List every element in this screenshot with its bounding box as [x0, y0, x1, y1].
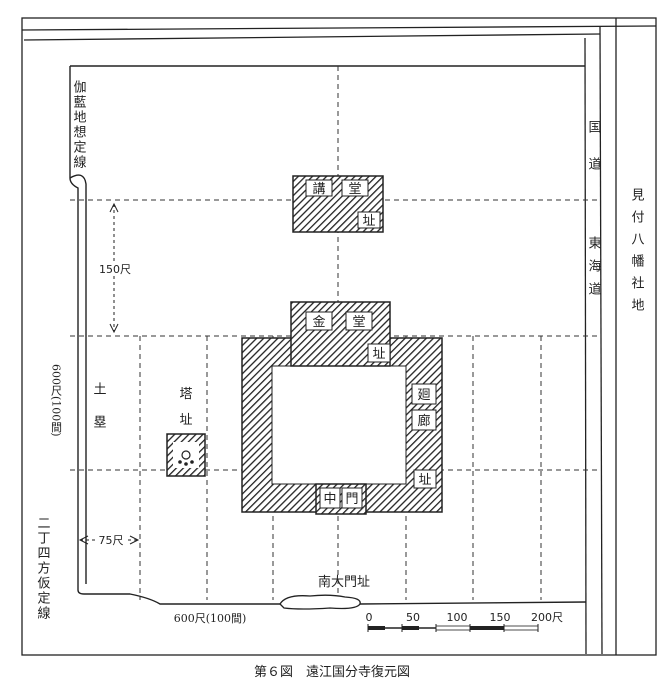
nandaimon-label: 南大門址	[318, 574, 370, 590]
pagoda-label-1: 塔	[179, 387, 192, 402]
pagoda-stone-2	[190, 460, 194, 464]
shrine-label: 見付八幡社地	[629, 188, 645, 320]
kairo-label-3: 址	[418, 473, 431, 488]
kairo-courtyard	[271, 365, 407, 485]
chumon-label-1: 中	[323, 492, 336, 507]
road-line-top	[21, 25, 657, 31]
kairo-label-2: 廊	[417, 413, 430, 429]
tokaido-label: 東海道	[586, 235, 602, 305]
estimated-line-label: 伽藍地想定線	[71, 80, 87, 170]
scale-tick-150: 150	[490, 611, 511, 624]
kondo-label-2: 堂	[352, 315, 365, 330]
road-label: 国道	[586, 120, 602, 194]
kodo-label-1: 講	[312, 181, 325, 197]
scale-tick-100: 100	[447, 611, 468, 624]
nandaimon-mound	[279, 594, 361, 610]
earthwork-label: 土塁	[91, 382, 107, 448]
kodo-label-3: 址	[362, 214, 375, 229]
kairo-label-1: 廻	[417, 388, 430, 403]
pagoda-stone-3	[184, 462, 188, 466]
pagoda-label-2: 址	[179, 413, 192, 428]
pagoda-center-stone	[181, 450, 191, 460]
scale-tick-50: 50	[406, 611, 420, 624]
tokaido-line-left	[584, 37, 587, 655]
road-line-top-2	[23, 33, 601, 41]
dim-75-arrow-left	[78, 535, 89, 545]
bottom-dimension-label: 600尺(100間)	[174, 612, 247, 625]
side-dimension-label: 600尺(100間)	[50, 364, 63, 437]
pagoda-stone-1	[178, 460, 182, 464]
scale-bar	[367, 624, 539, 632]
precinct-bottom	[359, 601, 587, 605]
temple-plan-diagram: 講 堂 址 金 堂 址 廻 廊 址 中 門 塔 址 南大門址 国道 東海道 見付…	[21, 17, 657, 656]
scale-tick-0: 0	[366, 611, 373, 624]
kondo-label-3: 址	[372, 347, 385, 362]
label-boxes	[305, 179, 437, 509]
dim-150-label: 150尺	[99, 263, 131, 276]
outer-frame	[21, 17, 657, 656]
dim-150-arrow-top	[109, 202, 119, 213]
kondo-label-1: 金	[312, 314, 325, 330]
provisional-line-label: 二丁四方仮定線	[35, 516, 51, 621]
scale-tick-200: 200尺	[531, 611, 563, 624]
kodo-label-2: 堂	[348, 182, 361, 197]
dim-75-arrow-right	[129, 535, 140, 545]
dim-150-arrow-bottom	[109, 323, 119, 334]
dim-75-label: 75尺	[99, 534, 124, 547]
chumon-label-2: 門	[345, 492, 358, 507]
precinct-earthwork-line	[69, 177, 280, 605]
tokaido-line-right	[599, 25, 603, 655]
figure-caption: 第６図 遠江国分寺復元図	[253, 665, 410, 680]
estimated-line	[69, 174, 87, 584]
